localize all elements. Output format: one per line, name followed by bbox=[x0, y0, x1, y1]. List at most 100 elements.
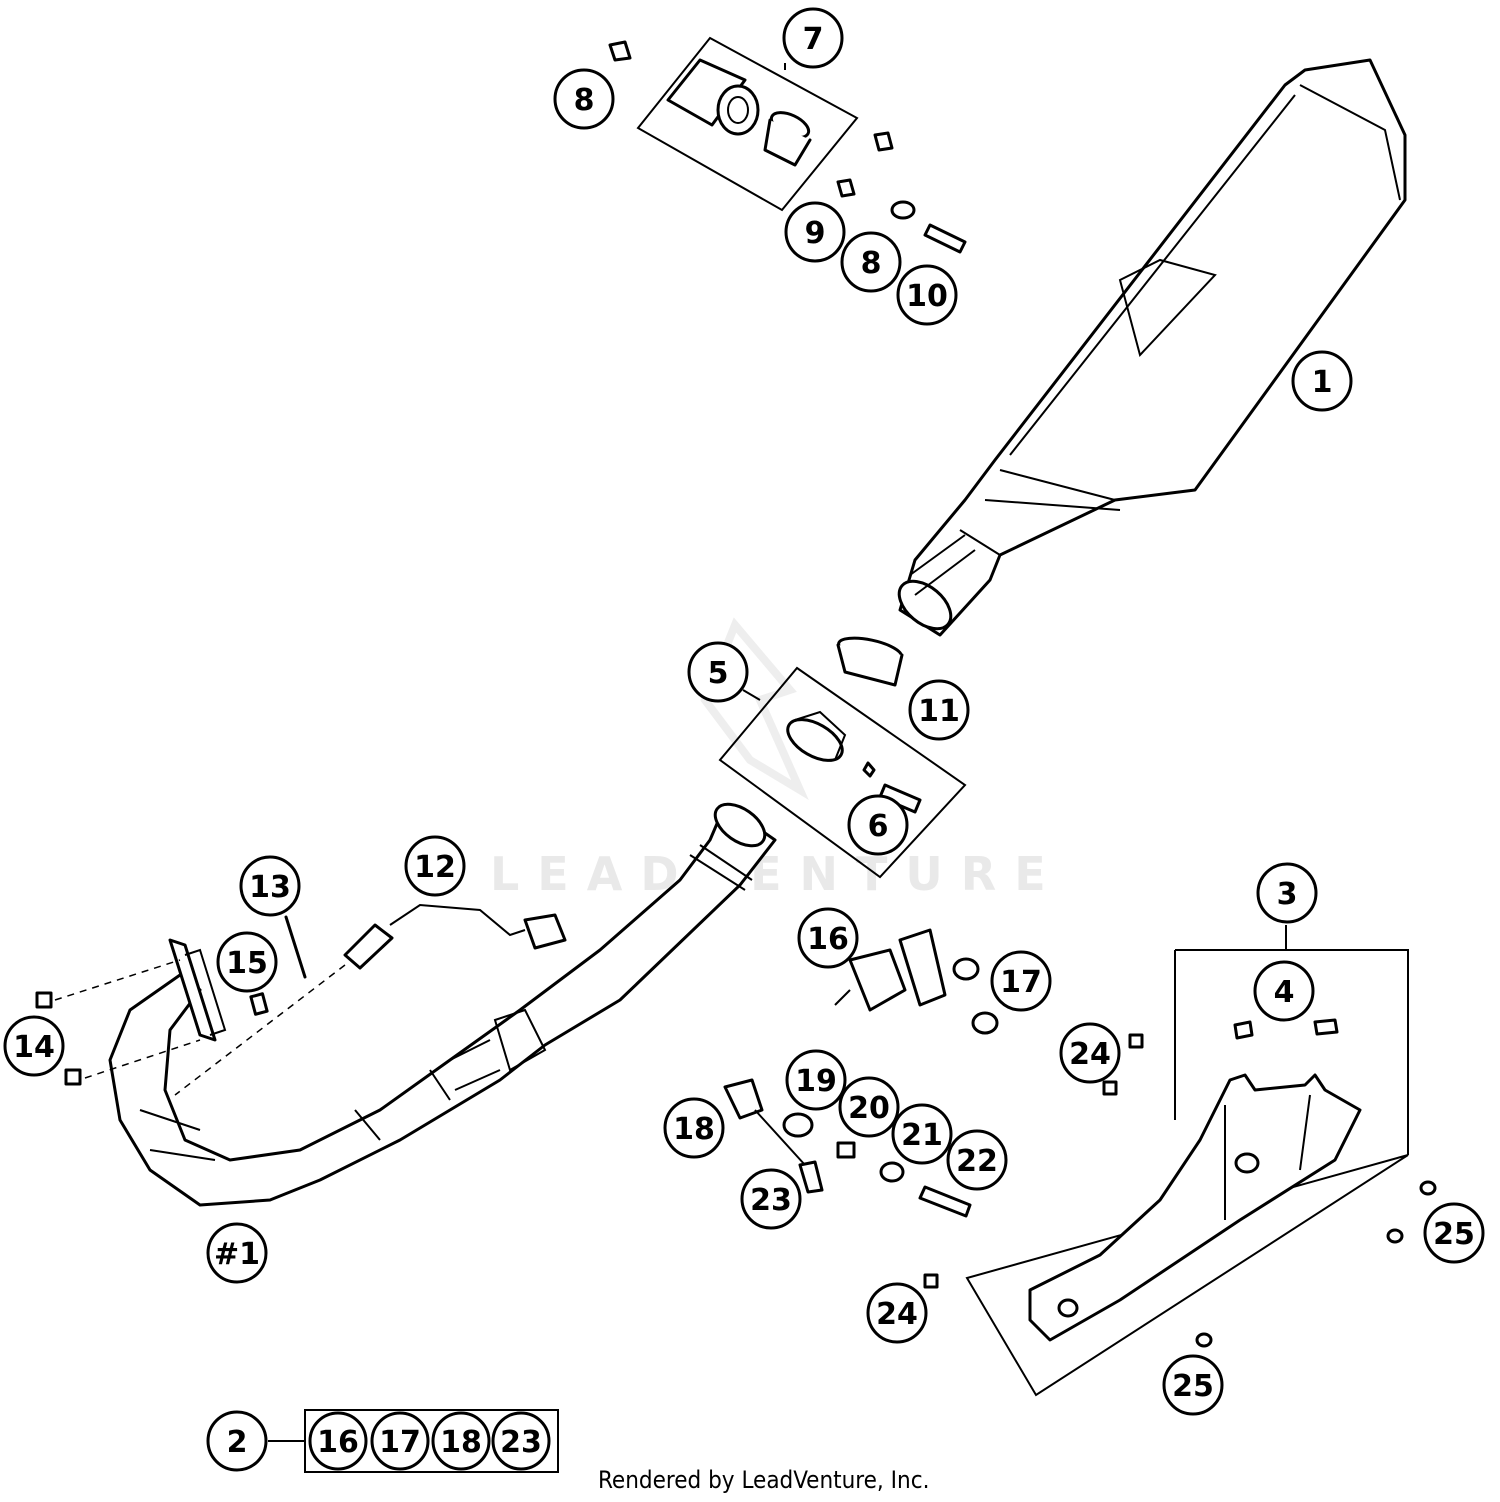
callout-c8a-circle bbox=[553, 68, 615, 130]
bracket-fasteners bbox=[608, 40, 967, 254]
kit-item-16: 16 bbox=[308, 1411, 368, 1471]
callout-c8a-label: 8 bbox=[574, 83, 595, 118]
callout-c21-circle bbox=[891, 1103, 953, 1165]
callout-c8b: 8 bbox=[840, 231, 902, 293]
callout-c16-circle bbox=[797, 907, 859, 969]
kit-item-18-label: 18 bbox=[440, 1425, 482, 1460]
callout-c3-label: 3 bbox=[1277, 877, 1298, 912]
callout-c9: 9 bbox=[784, 201, 846, 263]
mounting-parts bbox=[723, 928, 999, 1218]
callout-c25a: 25 bbox=[1423, 1202, 1485, 1264]
callout-c14-circle bbox=[3, 1015, 65, 1077]
shield-frame-top bbox=[1175, 949, 1409, 1155]
watermark-logo bbox=[700, 617, 809, 800]
callout-c25a-circle bbox=[1423, 1202, 1485, 1264]
bracket-frame bbox=[636, 36, 859, 212]
callout-c5: 5 bbox=[687, 641, 749, 703]
callout-c20-label: 20 bbox=[848, 1091, 890, 1126]
callout-c11-label: 11 bbox=[918, 694, 960, 729]
callout-c16: 16 bbox=[797, 907, 859, 969]
kit-item-23-label: 23 bbox=[500, 1425, 542, 1460]
callout-c2-circle bbox=[206, 1410, 268, 1472]
callout-c12: 12 bbox=[404, 835, 466, 897]
callout-c8b-label: 8 bbox=[861, 246, 882, 281]
callout-c18-circle bbox=[663, 1097, 725, 1159]
callout-c5-label: 5 bbox=[708, 656, 729, 691]
callout-c4: 4 bbox=[1253, 960, 1315, 1022]
callout-c21-label: 21 bbox=[901, 1118, 943, 1153]
callout-chash1-circle bbox=[206, 1222, 268, 1284]
callout-c9-label: 9 bbox=[805, 216, 826, 251]
callout-c21: 21 bbox=[891, 1103, 953, 1165]
stud bbox=[284, 915, 307, 979]
callout-c24b: 24 bbox=[866, 1282, 928, 1344]
callout-c22: 22 bbox=[946, 1129, 1008, 1191]
callout-c3: 3 bbox=[1256, 862, 1318, 924]
callout-c2: 2 bbox=[206, 1410, 268, 1472]
callout-c7: 7 bbox=[782, 7, 844, 69]
callout-c10: 10 bbox=[896, 264, 958, 326]
bracket bbox=[666, 58, 812, 167]
callout-c24a: 24 bbox=[1059, 1022, 1121, 1084]
callout-c19: 19 bbox=[785, 1049, 847, 1111]
rendered-by-credit: Rendered by LeadVenture, Inc. bbox=[598, 1466, 929, 1494]
kit-item-16-circle bbox=[308, 1411, 368, 1471]
callouts: 1234567889101112131415161718192021222324… bbox=[3, 7, 1485, 1472]
callout-c10-label: 10 bbox=[906, 279, 948, 314]
callout-c15: 15 bbox=[216, 931, 278, 993]
muffler bbox=[897, 58, 1407, 637]
flange-nuts bbox=[35, 959, 201, 1086]
callout-c12-label: 12 bbox=[414, 850, 456, 885]
kit-item-17-circle bbox=[370, 1411, 430, 1471]
sleeve-11 bbox=[836, 636, 904, 687]
callout-c23: 23 bbox=[740, 1168, 802, 1230]
callout-c20: 20 bbox=[838, 1076, 900, 1138]
callout-c19-circle bbox=[785, 1049, 847, 1111]
callout-c25a-label: 25 bbox=[1433, 1217, 1475, 1252]
callout-c16-label: 16 bbox=[807, 922, 849, 957]
shield-fasteners bbox=[923, 1033, 1437, 1348]
callout-c8b-circle bbox=[840, 231, 902, 293]
leader-lines bbox=[268, 63, 1287, 1442]
callout-c24b-circle bbox=[866, 1282, 928, 1344]
callout-c9-circle bbox=[784, 201, 846, 263]
callout-c3-circle bbox=[1256, 862, 1318, 924]
callout-c10-circle bbox=[896, 264, 958, 326]
heat-shield bbox=[1028, 1018, 1362, 1342]
callout-c20-circle bbox=[838, 1076, 900, 1138]
callout-c17-circle bbox=[990, 950, 1052, 1012]
kit-item-17-label: 17 bbox=[379, 1425, 421, 1460]
callout-c12-circle bbox=[404, 835, 466, 897]
callout-c7-label: 7 bbox=[803, 22, 824, 57]
callout-c6-label: 6 bbox=[868, 809, 889, 844]
callout-chash1: #1 bbox=[206, 1222, 268, 1284]
callout-c11: 11 bbox=[908, 679, 970, 741]
callout-c13-label: 13 bbox=[249, 870, 291, 905]
header-flange bbox=[168, 938, 269, 1042]
callout-c17-label: 17 bbox=[1000, 965, 1042, 1000]
watermark: LEADVENTURE bbox=[490, 847, 1064, 901]
callout-c13: 13 bbox=[239, 855, 301, 917]
header-pipe bbox=[108, 802, 777, 1207]
kit-box bbox=[304, 1409, 559, 1473]
callout-c18: 18 bbox=[663, 1097, 725, 1159]
callout-c24a-label: 24 bbox=[1069, 1037, 1111, 1072]
callout-c7-circle bbox=[782, 7, 844, 69]
clamp bbox=[786, 710, 922, 814]
callout-c6-circle bbox=[847, 794, 909, 856]
clamp-frame bbox=[718, 666, 967, 879]
callout-c22-label: 22 bbox=[956, 1144, 998, 1179]
callout-c25b: 25 bbox=[1162, 1354, 1224, 1416]
callout-c14-label: 14 bbox=[13, 1030, 55, 1065]
callout-c2-label: 2 bbox=[227, 1425, 248, 1460]
callout-c1-label: 1 bbox=[1312, 365, 1333, 400]
callout-c15-circle bbox=[216, 931, 278, 993]
kit-item-18: 18 bbox=[431, 1411, 491, 1471]
callout-c6: 6 bbox=[847, 794, 909, 856]
callout-c24b-label: 24 bbox=[876, 1297, 918, 1332]
callout-c17: 17 bbox=[990, 950, 1052, 1012]
callout-c11-circle bbox=[908, 679, 970, 741]
callout-c1-circle bbox=[1291, 350, 1353, 412]
